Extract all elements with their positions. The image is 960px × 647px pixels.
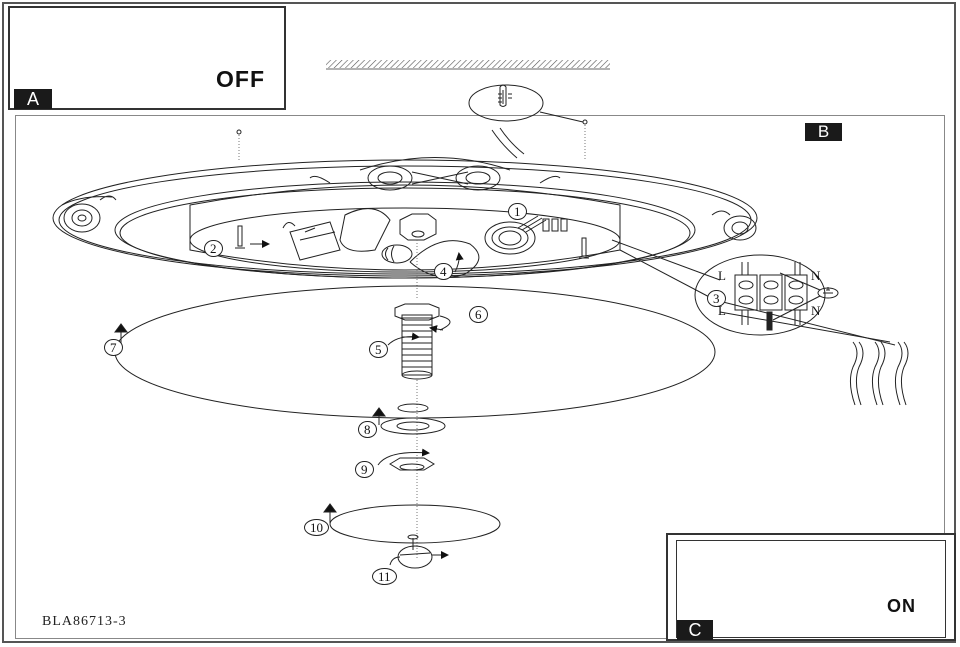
off-instruction: OFF	[216, 66, 265, 92]
step-number-10: 10	[304, 519, 329, 536]
on-instruction: ON	[887, 596, 916, 616]
wall-plug-magnifier	[236, 84, 588, 160]
step-number-4: 4	[434, 263, 453, 280]
step-number-5: 5	[369, 341, 388, 358]
ornament-right	[711, 210, 757, 241]
lamp-base	[52, 157, 758, 300]
step-number-8: 8	[358, 421, 377, 438]
step-number-1: 1	[508, 203, 527, 220]
supply-wires	[849, 341, 909, 406]
finial	[389, 545, 449, 569]
step-number-3: 3	[707, 290, 726, 307]
threaded-rod	[387, 303, 451, 380]
center-nut	[399, 213, 437, 241]
panel-c-power-on	[666, 533, 956, 641]
step-number-6: 6	[469, 306, 488, 323]
decorative-disc	[323, 503, 501, 550]
terminal-label-neutral-top: N	[811, 268, 821, 283]
glass-shade	[114, 285, 716, 419]
panel-c-inner-frame	[676, 540, 946, 638]
mounting-screw-right	[579, 237, 589, 259]
step-number-11: 11	[372, 568, 397, 585]
mounting-screw-left	[235, 225, 270, 249]
model-code: BLA86713-3	[42, 614, 127, 629]
ceiling-hatch	[326, 60, 610, 70]
panel-a-power-off	[8, 6, 286, 110]
ornament-left	[61, 195, 117, 233]
terminal-label-live-bottom: L	[718, 303, 726, 318]
power-cable	[491, 127, 525, 159]
cap-nut	[377, 448, 435, 471]
wire-connector	[484, 215, 568, 255]
ornament-top	[309, 157, 561, 191]
panel-c-label: C	[677, 620, 713, 640]
terminal-label-live-top: L	[718, 268, 726, 283]
step-number-2: 2	[204, 240, 223, 257]
panel-b-label: B	[805, 123, 842, 141]
washer	[372, 403, 446, 435]
step-number-7: 7	[104, 339, 123, 356]
step-number-9: 9	[355, 461, 374, 478]
panel-a-label: A	[14, 89, 52, 109]
terminal-label-neutral-bottom: N	[811, 303, 821, 318]
lamp-socket	[282, 208, 391, 261]
